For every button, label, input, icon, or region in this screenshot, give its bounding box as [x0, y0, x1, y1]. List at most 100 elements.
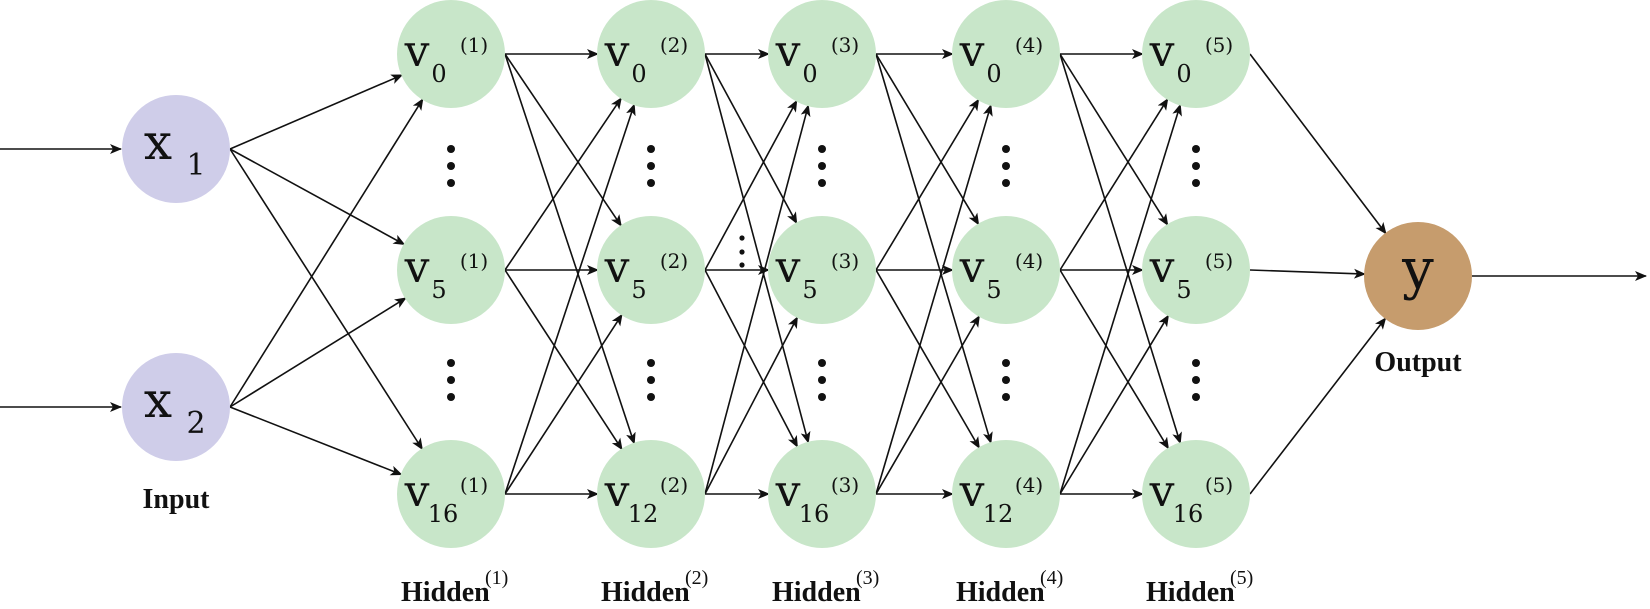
- ellipsis-dot: [1192, 393, 1200, 401]
- edge-h2-2-h3-0: [704, 104, 811, 495]
- ellipsis-dot: [447, 359, 455, 367]
- connections: [0, 49, 1647, 499]
- hidden-node-subscript: 5: [802, 276, 817, 304]
- hidden-node-subscript: 0: [631, 60, 646, 88]
- hidden-node-superscript: (3): [831, 473, 859, 497]
- vertical-ellipsis-icon-upper-h2: [647, 145, 655, 187]
- vertical-ellipsis-icon-lower-h2: [647, 359, 655, 401]
- ellipsis-dot: [1002, 393, 1010, 401]
- hidden-node-circle: [597, 0, 705, 108]
- hidden-node-superscript: (5): [1205, 33, 1233, 57]
- input-caption: Input: [143, 484, 211, 515]
- hidden-caption-superscript: (2): [685, 567, 708, 589]
- vertical-ellipsis-icon-between-h2-h3: [739, 235, 745, 268]
- edge-h3-0-h4-1: [875, 53, 980, 226]
- hidden-caption-superscript: (3): [856, 567, 879, 589]
- edge-h4-0-h5-1: [1059, 53, 1169, 226]
- vertical-ellipsis-icon-upper-h5: [1192, 145, 1200, 187]
- hidden-node-superscript: (3): [831, 249, 859, 273]
- edge-h2-2-h3-1: [704, 316, 799, 495]
- hidden-node-superscript: (2): [660, 249, 688, 273]
- hidden-node-circle: [1142, 0, 1250, 108]
- hidden-node-circle: [397, 0, 505, 108]
- edge-h3-2-h4-1: [875, 314, 981, 495]
- vertical-ellipsis-icon-upper-h1: [447, 145, 455, 187]
- edge-h1-1-h2-0: [504, 97, 622, 271]
- edge-h1-2-h2-1: [504, 313, 623, 495]
- hidden-node-subscript: 0: [986, 60, 1001, 88]
- hidden-caption-superscript: (4): [1040, 567, 1063, 589]
- ellipsis-dot: [647, 179, 655, 187]
- hidden-node-superscript: (1): [460, 33, 488, 57]
- edge-input2-h1-0: [229, 98, 424, 408]
- edge-h1-2-h2-0: [504, 103, 636, 495]
- ellipsis-dot: [818, 393, 826, 401]
- captions: InputOutputHidden(1)Hidden(2)Hidden(3)Hi…: [143, 347, 1463, 608]
- hidden-node-superscript: (4): [1015, 249, 1043, 273]
- edge-h4-2-h5-0: [1059, 103, 1182, 495]
- input-node-circle: [122, 353, 230, 461]
- hidden-node-superscript: (2): [660, 473, 688, 497]
- edge-input1-h1-2: [229, 148, 424, 451]
- hidden-node-subscript: 16: [1173, 500, 1204, 528]
- input-node-letter: x: [144, 371, 172, 429]
- ellipsis-dot: [1192, 376, 1200, 384]
- edge-h4-1-h5-2: [1059, 269, 1170, 450]
- ellipsis-dot: [447, 393, 455, 401]
- ellipsis-dot: [647, 162, 655, 170]
- ellipsis-dot: [739, 235, 745, 241]
- hidden-node-subscript: 5: [631, 276, 646, 304]
- vertical-ellipsis-icon-lower-h5: [1192, 359, 1200, 401]
- hidden-node-superscript: (3): [831, 33, 859, 57]
- hidden-node-circle: [1142, 440, 1250, 548]
- edge-h1-0-h2-2: [504, 53, 636, 445]
- hidden-node-circle: [768, 0, 876, 108]
- edge-h4-2-h5-1: [1059, 314, 1170, 495]
- hidden-node-l2-12: v12(2): [597, 440, 705, 548]
- edge-h2-1-h3-2: [704, 269, 799, 448]
- hidden-node-superscript: (4): [1015, 33, 1043, 57]
- ellipsis-dot: [447, 162, 455, 170]
- hidden-caption-2: Hidden(2): [601, 567, 708, 608]
- edge-h3-1-h4-2: [875, 269, 981, 450]
- hidden-caption-text: Hidden: [956, 577, 1045, 608]
- vertical-ellipsis-icon-lower-h3: [818, 359, 826, 401]
- hidden-node-superscript: (4): [1015, 473, 1043, 497]
- hidden-node-superscript: (5): [1205, 249, 1233, 273]
- vertical-ellipsis-icon-lower-h1: [447, 359, 455, 401]
- hidden-node-circle: [397, 216, 505, 324]
- hidden-caption-3: Hidden(3): [772, 567, 879, 608]
- hidden-node-l3-16: v16(3): [768, 440, 876, 548]
- edge-h5-0-output: [1249, 53, 1387, 235]
- ellipsis-dot: [447, 376, 455, 384]
- hidden-node-subscript: 5: [986, 276, 1001, 304]
- hidden-node-l5-16: v16(5): [1142, 440, 1250, 548]
- hidden-node-circle: [952, 440, 1060, 548]
- output-node-letter: y: [1401, 237, 1434, 302]
- hidden-node-circle: [768, 440, 876, 548]
- ellipsis-dot: [1002, 162, 1010, 170]
- ellipsis-dot: [818, 359, 826, 367]
- hidden-node-letter: v: [959, 242, 985, 293]
- output-node: y: [1364, 222, 1472, 330]
- hidden-node-circle: [1142, 216, 1250, 324]
- hidden-node-letter: v: [404, 26, 430, 77]
- vertical-ellipsis-icon-upper-h4: [1002, 145, 1010, 187]
- hidden-node-subscript: 5: [1176, 276, 1191, 304]
- edge-h3-1-h4-0: [875, 98, 980, 271]
- hidden-node-subscript: 5: [431, 276, 446, 304]
- ellipsis-dot: [647, 145, 655, 153]
- ellipsis-dot: [1192, 179, 1200, 187]
- edge-h3-0-h4-2: [875, 53, 993, 445]
- hidden-caption-superscript: (5): [1230, 567, 1253, 589]
- hidden-node-circle: [597, 216, 705, 324]
- hidden-node-superscript: (2): [660, 33, 688, 57]
